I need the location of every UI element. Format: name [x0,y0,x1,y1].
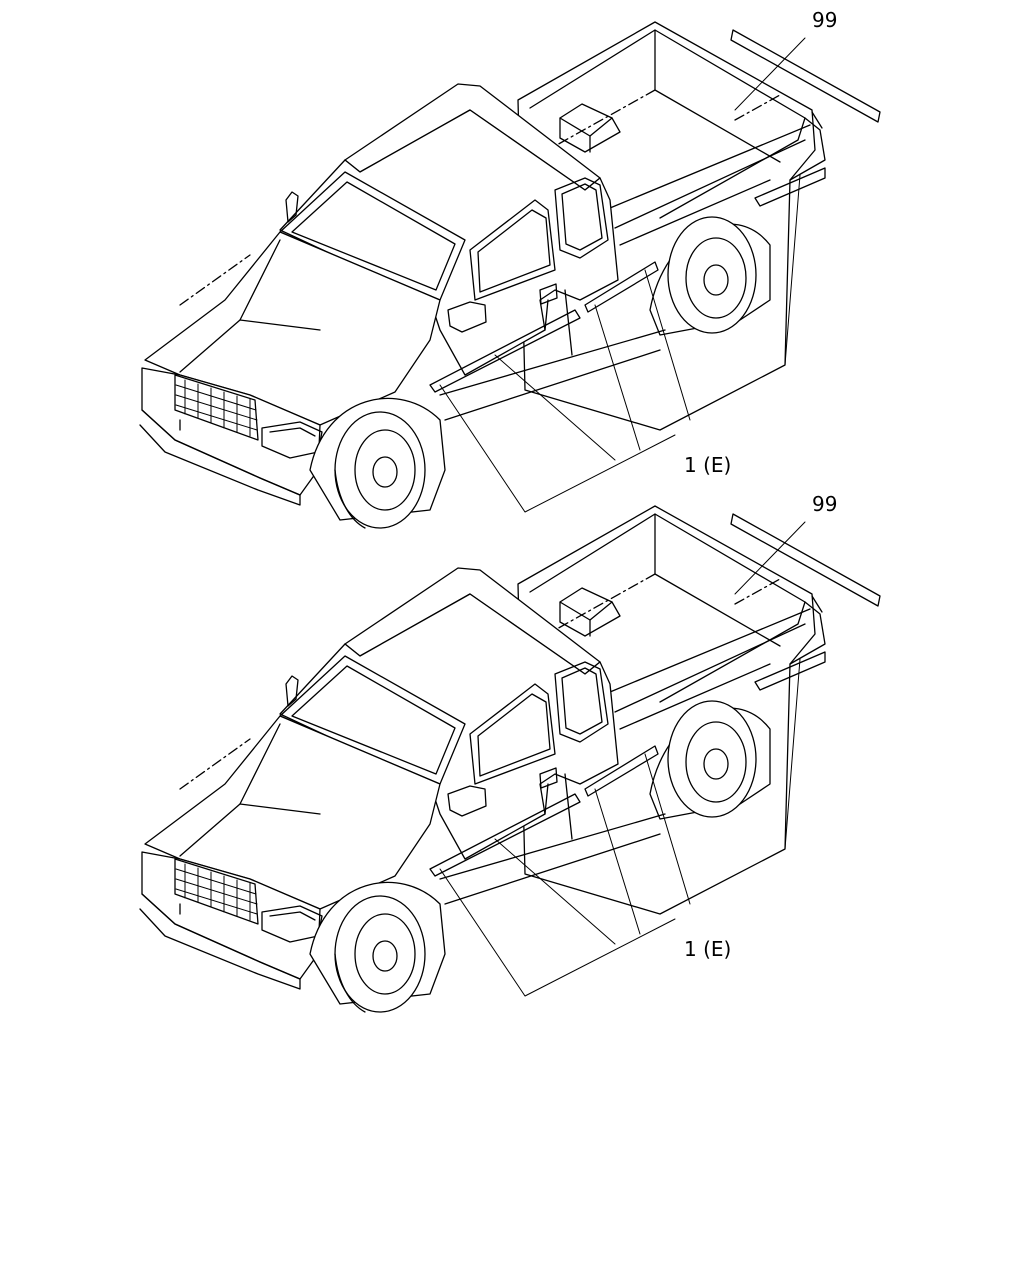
callout-label-99: 99 [812,8,837,32]
callout-label-99: 99 [812,492,837,516]
callout-label-1e: 1 (E) [684,453,731,477]
pickup-truck-drawing [139,505,881,1013]
truck-diagram-bottom: 99 1 (E) [139,492,881,1013]
truck-diagram-top: 99 1 (E) [139,8,881,529]
callout-label-1e: 1 (E) [684,937,731,961]
pickup-truck-drawing [139,21,881,529]
